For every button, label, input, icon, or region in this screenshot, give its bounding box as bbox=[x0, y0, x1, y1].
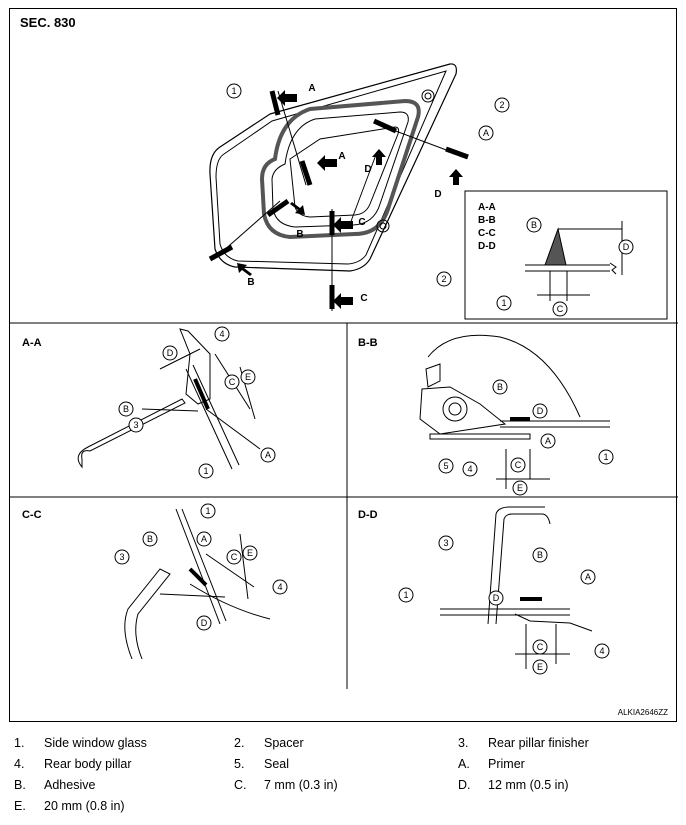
callout-5-bb: 5 bbox=[443, 461, 448, 471]
inset-item-d-d: D-D bbox=[478, 241, 496, 252]
arrow-label-b-2: B bbox=[247, 277, 254, 288]
figure-code: ALKIA2646ZZ bbox=[617, 708, 668, 717]
panel-label-d-d: D-D bbox=[358, 509, 378, 521]
callout-4-bb: 4 bbox=[467, 464, 472, 474]
panel-label-c-c: C-C bbox=[22, 509, 42, 521]
callout-2-top: 2 bbox=[499, 100, 504, 110]
callout-b-cc: B bbox=[147, 534, 153, 544]
callout-1-bb: 1 bbox=[603, 452, 608, 462]
callout-c-aa: C bbox=[229, 377, 236, 387]
callout-4-dd: 4 bbox=[599, 646, 604, 656]
callout-c-dd: C bbox=[537, 642, 544, 652]
window-glass-outline bbox=[209, 63, 457, 272]
legend-item: 4.Rear body pillar bbox=[14, 757, 132, 771]
legend-item: 5.Seal bbox=[234, 757, 290, 771]
inset-item-b-b: B-B bbox=[478, 215, 496, 226]
legend-item: C.7 mm (0.3 in) bbox=[234, 778, 338, 792]
callout-3-cc: 3 bbox=[119, 552, 124, 562]
callout-c-cc: C bbox=[231, 552, 238, 562]
callout-2-bottom: 2 bbox=[441, 274, 446, 284]
panel-label-b-b: B-B bbox=[358, 337, 378, 349]
arrow-label-d-2: D bbox=[434, 189, 441, 200]
callout-e-aa: E bbox=[245, 372, 251, 382]
callout-d-cc: D bbox=[201, 618, 208, 628]
callout-e-bb: E bbox=[517, 483, 523, 493]
legend-item: B.Adhesive bbox=[14, 778, 96, 792]
inset-item-a-a: A-A bbox=[478, 202, 496, 213]
callout-d-dd: D bbox=[493, 593, 500, 603]
callout-a-aa: A bbox=[265, 450, 271, 460]
callout-4-cc: 4 bbox=[277, 582, 282, 592]
arrow-label-c-1: C bbox=[358, 217, 365, 228]
callout-c-inset: C bbox=[557, 304, 564, 314]
callout-d-bb: D bbox=[537, 406, 544, 416]
callout-d-aa: D bbox=[167, 348, 174, 358]
arrow-label-a-2: A bbox=[338, 151, 345, 162]
callout-1-aa: 1 bbox=[203, 466, 208, 476]
callout-d-inset: D bbox=[623, 242, 630, 252]
callout-b-dd: B bbox=[537, 550, 543, 560]
legend-item: E.20 mm (0.8 in) bbox=[14, 799, 125, 813]
legend-item: A.Primer bbox=[458, 757, 525, 771]
arrow-label-d-1: D bbox=[364, 164, 371, 175]
legend-item: D.12 mm (0.5 in) bbox=[458, 778, 569, 792]
diagram-drawing: 1 2 A 2 B D 1 C 4 D C E B 3 A 1 B D A 5 … bbox=[10, 63, 678, 689]
callout-4-aa: 4 bbox=[219, 329, 224, 339]
callout-1-main: 1 bbox=[231, 86, 236, 96]
callout-a-main: A bbox=[483, 128, 489, 138]
section-d-d-drawing bbox=[440, 506, 593, 669]
arrow-label-a-1: A bbox=[308, 83, 315, 94]
inset-detail bbox=[464, 190, 668, 320]
inset-item-c-c: C-C bbox=[478, 228, 496, 239]
callout-c-bb: C bbox=[515, 460, 522, 470]
arrow-label-c-2: C bbox=[360, 293, 367, 304]
callout-1-inset: 1 bbox=[501, 298, 506, 308]
callout-b-aa: B bbox=[123, 404, 129, 414]
inset-section-list: A-A B-B C-C D-D bbox=[478, 201, 496, 253]
legend-item: 1.Side window glass bbox=[14, 736, 147, 750]
section-b-b-drawing bbox=[419, 334, 610, 489]
callout-e-dd: E bbox=[537, 662, 543, 672]
callout-1-cc: 1 bbox=[205, 506, 210, 516]
callout-3-aa: 3 bbox=[133, 420, 138, 430]
callout-3-dd: 3 bbox=[443, 538, 448, 548]
diagram-frame: SEC. 830 A-A B-B C-C D-D A-A B-B C-C D-D bbox=[9, 8, 678, 722]
legend-item: 2.Spacer bbox=[234, 736, 304, 750]
callout-e-cc: E bbox=[247, 548, 253, 558]
callout-a-bb: A bbox=[545, 436, 551, 446]
section-c-c-drawing bbox=[124, 508, 271, 660]
spacer-top bbox=[421, 89, 435, 103]
legend-item: 3.Rear pillar finisher bbox=[458, 736, 589, 750]
callout-b-bb: B bbox=[497, 382, 503, 392]
callout-1-dd: 1 bbox=[403, 590, 408, 600]
callout-a-dd: A bbox=[585, 572, 591, 582]
section-title: SEC. 830 bbox=[20, 15, 76, 30]
spacer-bottom bbox=[376, 219, 390, 233]
callout-b-inset: B bbox=[531, 220, 537, 230]
arrow-label-b-1: B bbox=[296, 229, 303, 240]
callout-a-cc: A bbox=[201, 534, 207, 544]
panel-label-a-a: A-A bbox=[22, 337, 42, 349]
